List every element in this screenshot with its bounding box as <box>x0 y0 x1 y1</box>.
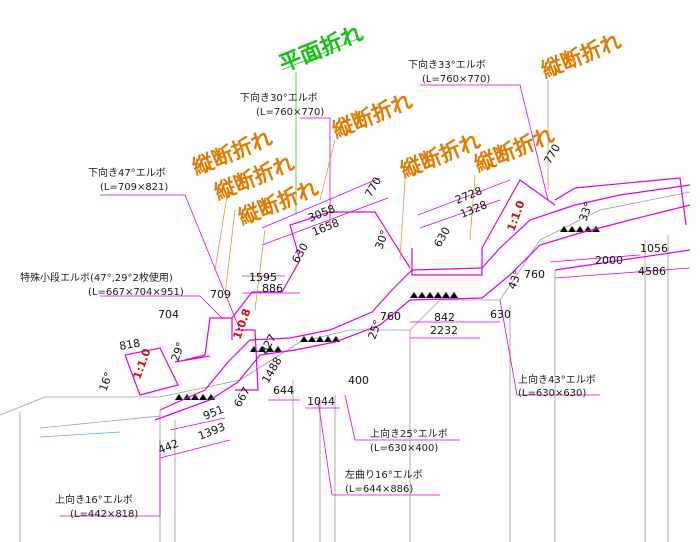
dim-630-upper: 630 <box>289 241 311 266</box>
angle-30: 30° <box>373 228 392 251</box>
angle-25: 25° <box>366 318 385 341</box>
dim-709: 709 <box>210 288 231 301</box>
elbow-down30-title: 下向き30°エルボ <box>240 91 318 104</box>
dim-630-mid: 630 <box>431 225 453 250</box>
slope-ratio-1: 1:1.0 <box>131 347 154 381</box>
elbow-up43-size: (L=630×630) <box>518 388 586 399</box>
dim-4586: 4586 <box>638 265 666 278</box>
dim-630-lower: 630 <box>490 308 511 321</box>
dim-760-right: 760 <box>524 268 545 281</box>
angle-33: 33° <box>577 200 596 223</box>
slope-ratio-3: 1:1.0 <box>505 199 528 233</box>
dim-770-upper: 770 <box>362 175 384 200</box>
dim-842: 842 <box>434 311 455 324</box>
elbow-down33-title: 下向き33°エルボ <box>408 58 486 71</box>
angle-labels: 16° 29° 30° 25° 43° 33° <box>97 200 596 393</box>
dim-760-mid: 760 <box>380 310 401 323</box>
ground-lines <box>0 191 691 542</box>
slope-ratio-2: 1:0.8 <box>231 307 254 341</box>
elbow-special-size: (L=667×704×951) <box>88 287 184 298</box>
dim-1044: 1044 <box>307 395 335 408</box>
elbow-down33-size: (L=760×770) <box>422 74 490 85</box>
heading-leaders <box>214 37 549 311</box>
elbow-up25-title: 上向き25°エルボ <box>370 427 448 440</box>
dimension-lines <box>159 177 691 459</box>
leader-lines <box>60 84 600 517</box>
elbow-down47-title: 下向き47°エルボ <box>88 166 166 179</box>
elbow-up43-title: 上向き43°エルボ <box>518 373 596 386</box>
dim-644: 644 <box>273 384 294 397</box>
vertical-bend-heading-7: 縦断折れ <box>538 29 625 83</box>
vertical-bend-heading-6: 縦断折れ <box>471 123 558 177</box>
dim-2000: 2000 <box>595 254 623 267</box>
dim-886: 886 <box>262 282 283 295</box>
dim-1595: 1595 <box>249 271 277 284</box>
angle-29: 29° <box>169 340 188 363</box>
dim-704: 704 <box>158 308 179 321</box>
elbow-up25-size: (L=630×400) <box>370 443 438 454</box>
dim-2232: 2232 <box>430 324 458 337</box>
elbow-left16-size: (L=644×886) <box>345 484 413 495</box>
elbow-down47-size: (L=709×821) <box>100 182 168 193</box>
vertical-bend-heading-4: 縦断折れ <box>329 89 416 143</box>
channel-outline <box>124 177 691 421</box>
angle-16: 16° <box>97 370 116 393</box>
dim-400: 400 <box>348 374 369 387</box>
elbow-special-title: 特殊小段エルボ(47°,29°2枚使用) <box>20 271 173 284</box>
angle-43: 43° <box>506 268 525 291</box>
dim-667: 667 <box>231 385 253 410</box>
elbow-up16-size: (L=442×818) <box>70 509 138 520</box>
dim-1488: 1488 <box>259 355 284 386</box>
elbow-down30-size: (L=760×770) <box>256 107 324 118</box>
dimension-labels: 3058 1658 770 630 1595 886 709 704 818 2… <box>118 142 668 457</box>
elbow-left16-title: 左曲り16°エルボ <box>345 468 423 481</box>
dim-1056: 1056 <box>640 242 668 255</box>
plan-bend-heading: 平面折れ <box>276 21 367 77</box>
dim-818: 818 <box>118 337 141 353</box>
elbow-up16-title: 上向き16°エルボ <box>55 493 133 506</box>
